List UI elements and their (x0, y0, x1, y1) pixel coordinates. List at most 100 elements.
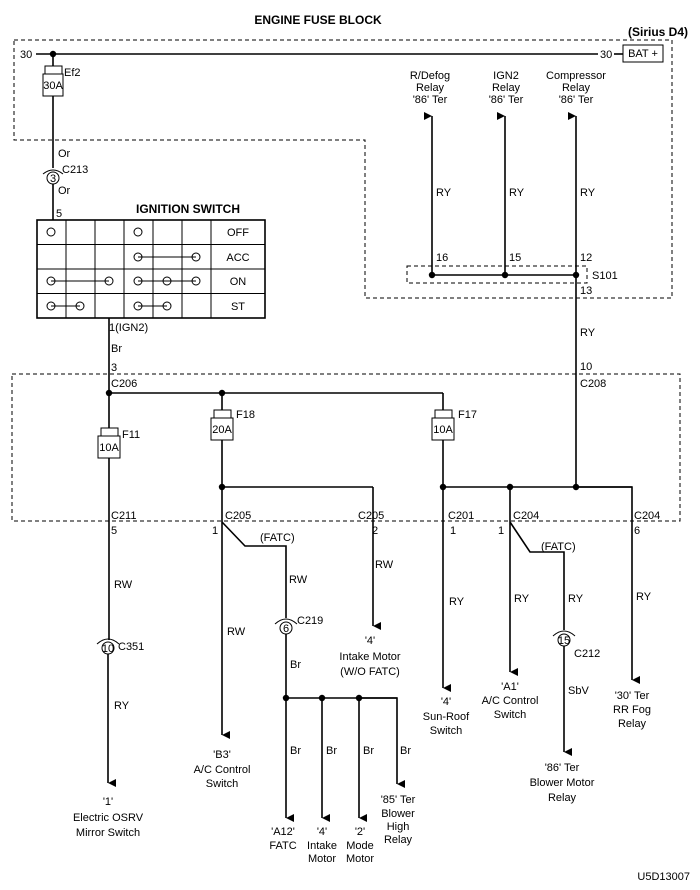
mirror-line1: Electric OSRV (73, 812, 144, 824)
c201-pin: 1 (450, 525, 456, 537)
c204-right-name: C204 (634, 510, 660, 522)
intake-term: '4' (317, 826, 327, 838)
f17-fuse-cap (434, 409, 453, 419)
br-wire-2: Br (326, 745, 337, 757)
f18-fuse-cap (213, 409, 232, 419)
sunroof-line2: Switch (430, 725, 462, 737)
fatc-right-wire-code: RY (568, 593, 584, 605)
c208-pin: 10 (580, 361, 592, 373)
rdefog-wire-code: RY (436, 187, 452, 199)
bus-left-label: 30 (20, 49, 32, 61)
ign2-relay-wire-code: RY (509, 187, 525, 199)
blower-high-line3: Relay (384, 834, 413, 846)
b3-line1: A/C Control (194, 764, 251, 776)
ign-pos-off: OFF (227, 227, 249, 239)
a1-line1: A/C Control (482, 695, 539, 707)
c351-name: C351 (118, 641, 144, 653)
br-wire-1: Br (290, 745, 301, 757)
c211-pin: 5 (111, 525, 117, 537)
b3-term: 'B3' (213, 749, 231, 761)
c213-name: C213 (62, 164, 88, 176)
c205-left-wire: RW (227, 626, 246, 638)
c204-right-pin: 6 (634, 525, 640, 537)
bus-right-label: 30 (600, 49, 612, 61)
c351-connector (96, 638, 120, 645)
rr-fog-line1: RR Fog (613, 704, 651, 716)
fatc-left-label: (FATC) (260, 532, 295, 544)
ign-output-label: 1(IGN2) (109, 322, 148, 334)
blower-high-line2: High (387, 821, 410, 833)
mode-line1: Mode (346, 840, 374, 852)
rdefog-line3: '86' Ter (413, 94, 448, 106)
c204-right-wire: RY (636, 591, 652, 603)
intake-wo-term: '4' (365, 635, 375, 647)
compressor-wire-code: RY (580, 187, 596, 199)
s101-wire: RY (580, 327, 596, 339)
mirror-term: '1' (103, 796, 113, 808)
ign-pos-st: ST (231, 301, 245, 313)
compressor-line1: Compressor (546, 70, 606, 82)
rdefog-line1: R/Defog (410, 70, 450, 82)
blower-relay-line1: Blower Motor (530, 777, 595, 789)
br-wire-3: Br (363, 745, 374, 757)
a1-line2: Switch (494, 709, 526, 721)
f18-name: F18 (236, 409, 255, 421)
c205-right-pin: 2 (372, 525, 378, 537)
br-wire-4: Br (400, 745, 411, 757)
bat-label: BAT + (628, 48, 658, 60)
ef2-name: Ef2 (64, 67, 81, 79)
ignition-switch (36, 219, 266, 319)
c205-right-wire: RW (375, 559, 394, 571)
c205-right-name: C205 (358, 510, 384, 522)
b3-line2: Switch (206, 778, 238, 790)
c208-name: C208 (580, 378, 606, 390)
f18-rating: 20A (212, 424, 232, 436)
blower-relay-term: '86' Ter (545, 762, 580, 774)
fatc-right-label: (FATC) (541, 541, 576, 553)
ign-pin-top: 5 (56, 208, 62, 220)
diagram-title: ENGINE FUSE BLOCK (254, 13, 382, 27)
c211-wire: RW (114, 579, 133, 591)
fatc-right-wire (509, 521, 565, 630)
wire-or-2: Or (58, 185, 71, 197)
ef2-fuse-cap (44, 65, 63, 75)
c211-name: C211 (111, 510, 136, 522)
rr-fog-wire (576, 486, 640, 684)
ignition-title: IGNITION SWITCH (136, 202, 240, 216)
c204-left-name: C204 (513, 510, 539, 522)
c206-name: C206 (111, 378, 137, 390)
c204-left-pin: 1 (498, 525, 504, 537)
c219-pin: 6 (283, 623, 289, 635)
f11-name: F11 (122, 429, 140, 441)
model-label: (Sirius D4) (628, 25, 688, 39)
compressor-line2: Relay (562, 82, 591, 94)
f11-rating: 10A (99, 442, 119, 454)
ign2-relay-pin: 15 (509, 252, 521, 264)
s101-pin-out: 13 (580, 285, 592, 297)
rr-fog-line2: Relay (618, 718, 647, 730)
c212-name: C212 (574, 648, 600, 660)
intake-line2: Motor (308, 853, 336, 865)
bat-box (622, 44, 664, 63)
a12-term: 'A12' (271, 826, 295, 838)
c201-wire: RY (449, 596, 465, 608)
compressor-pin: 12 (580, 252, 592, 264)
a1-term: 'A1' (501, 681, 519, 693)
c205-left-name: C205 (225, 510, 251, 522)
ign2-relay-line3: '86' Ter (489, 94, 524, 106)
c212-wire: SbV (568, 685, 589, 697)
c219-name: C219 (297, 615, 323, 627)
rr-fog-term: '30' Ter (615, 690, 650, 702)
mode-term: '2' (355, 826, 365, 838)
f17-rating: 10A (433, 424, 453, 436)
c212-pin: 15 (558, 635, 570, 647)
c351-pin: 10 (102, 643, 114, 655)
sunroof-term: '4' (441, 696, 451, 708)
lower-fuse-block-outline (11, 373, 681, 522)
mirror-line2: Mirror Switch (76, 827, 140, 839)
rdefog-pin: 16 (436, 252, 448, 264)
c205-left-pin: 1 (212, 525, 218, 537)
c204-left-wire: RY (514, 593, 530, 605)
c212-connector (552, 630, 576, 637)
